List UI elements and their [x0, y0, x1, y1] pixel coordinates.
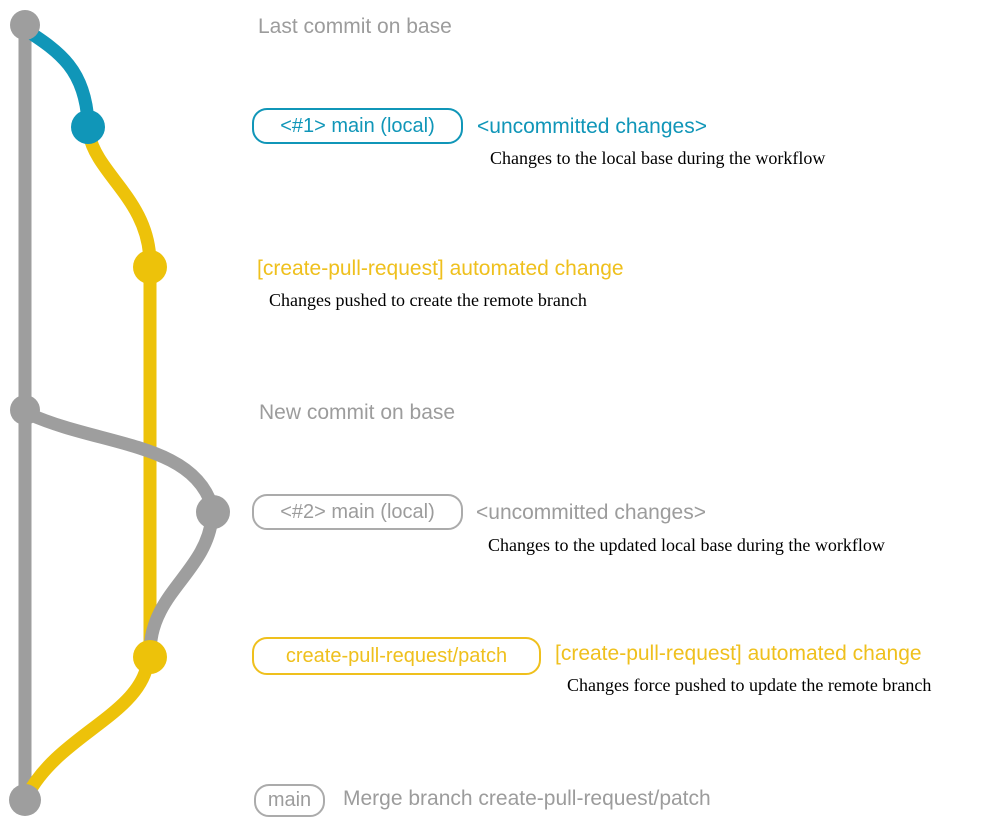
branch-badge-main: main: [254, 784, 325, 817]
edge-base-to-local-1: [19, 23, 95, 129]
edge-local-to-patch-2: [143, 511, 219, 657]
commit-new-on-base: [10, 395, 40, 425]
commit-last-on-base: [10, 10, 40, 40]
commit-uncommitted-2: [196, 495, 230, 529]
commit-desc-automated-1: Changes pushed to create the remote bran…: [269, 290, 587, 310]
commit-title-uncommitted-1: <uncommitted changes>: [477, 115, 707, 138]
commit-automated-change-1: [133, 250, 167, 284]
branch-badge-main-local-1: <#1> main (local): [252, 108, 463, 144]
edge-base-to-local-2: [22, 407, 219, 513]
commit-desc-uncommitted-1: Changes to the local base during the wor…: [490, 148, 826, 168]
commit-title-automated-2: [create-pull-request] automated change: [555, 642, 922, 665]
branch-badge-main-local-2: <#2> main (local): [252, 494, 463, 530]
commit-automated-change-2: [133, 640, 167, 674]
label-last-commit-on-base: Last commit on base: [258, 15, 452, 38]
label-new-commit-on-base: New commit on base: [259, 401, 456, 424]
commit-title-uncommitted-2: <uncommitted changes>: [476, 501, 706, 524]
commit-uncommitted-1: [71, 110, 105, 144]
commit-desc-uncommitted-2: Changes to the updated local base during…: [488, 535, 885, 555]
commit-desc-automated-2: Changes force pushed to update the remot…: [567, 675, 932, 695]
commit-title-automated-1: [create-pull-request] automated change: [257, 257, 624, 280]
edge-local-to-patch-1: [82, 127, 157, 269]
commit-title-merge: Merge branch create-pull-request/patch: [343, 787, 711, 810]
edge-patch-to-base-merge: [20, 659, 154, 803]
commit-merge: [9, 784, 41, 816]
branch-badge-patch: create-pull-request/patch: [252, 637, 541, 675]
